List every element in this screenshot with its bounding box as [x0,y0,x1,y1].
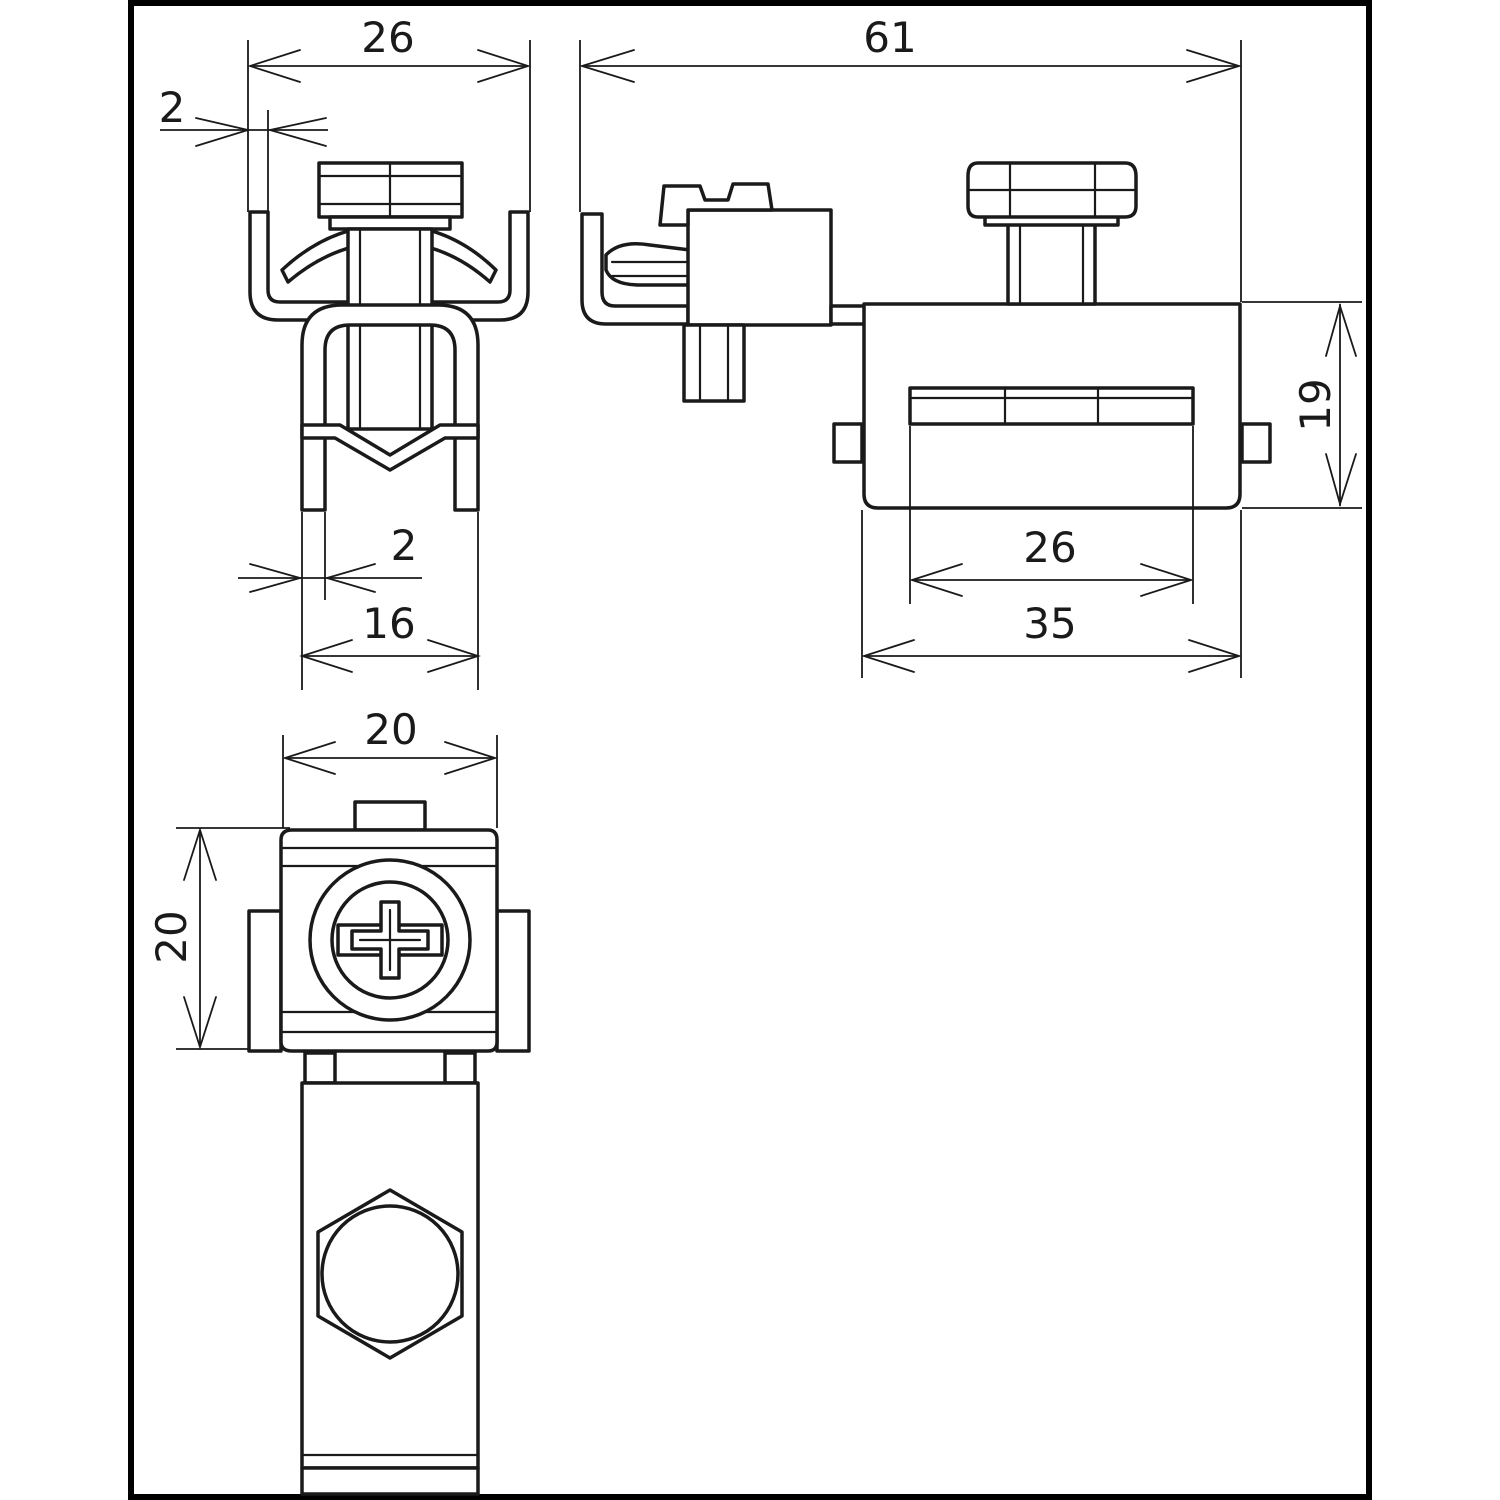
side-bolt-shank [1006,222,1097,306]
dim-top-width: 20 [364,705,417,754]
side-bolt-stub [682,323,746,403]
dim-side-length: 61 [863,13,916,62]
front-inner-clamp [300,303,480,512]
dim-front-base-width: 16 [362,599,415,648]
side-tab-left [832,422,864,464]
front-view: 26 2 2 16 [159,13,531,690]
top-view: 20 20 [147,705,531,1496]
side-connector-block [686,208,833,327]
top-nub [353,800,427,832]
top-foot-right [443,1051,477,1085]
side-view: 61 19 26 35 [578,13,1362,678]
dim-side-inner: 26 [1023,523,1076,572]
top-lug-right [495,909,531,1053]
side-slot [908,386,1195,426]
side-tab-right [1240,422,1272,464]
front-bolt-shank [346,227,434,431]
side-rail [829,304,868,326]
dim-top-height: 20 [147,910,196,963]
dim-front-wall: 2 [159,83,186,132]
top-lug-left [247,909,283,1053]
side-block-teeth [658,182,774,227]
top-foot-left [303,1051,337,1085]
dim-side-body: 35 [1023,599,1076,648]
dim-side-height: 19 [1291,378,1340,431]
dim-front-width: 26 [361,13,414,62]
dim-front-inner-wall: 2 [391,521,418,570]
front-v-plate [300,423,480,472]
side-spring [604,242,692,287]
front-washer [328,215,452,231]
front-outer-bracket [248,210,530,322]
top-stem-end [300,1466,480,1496]
top-nut-bore [320,1204,460,1344]
